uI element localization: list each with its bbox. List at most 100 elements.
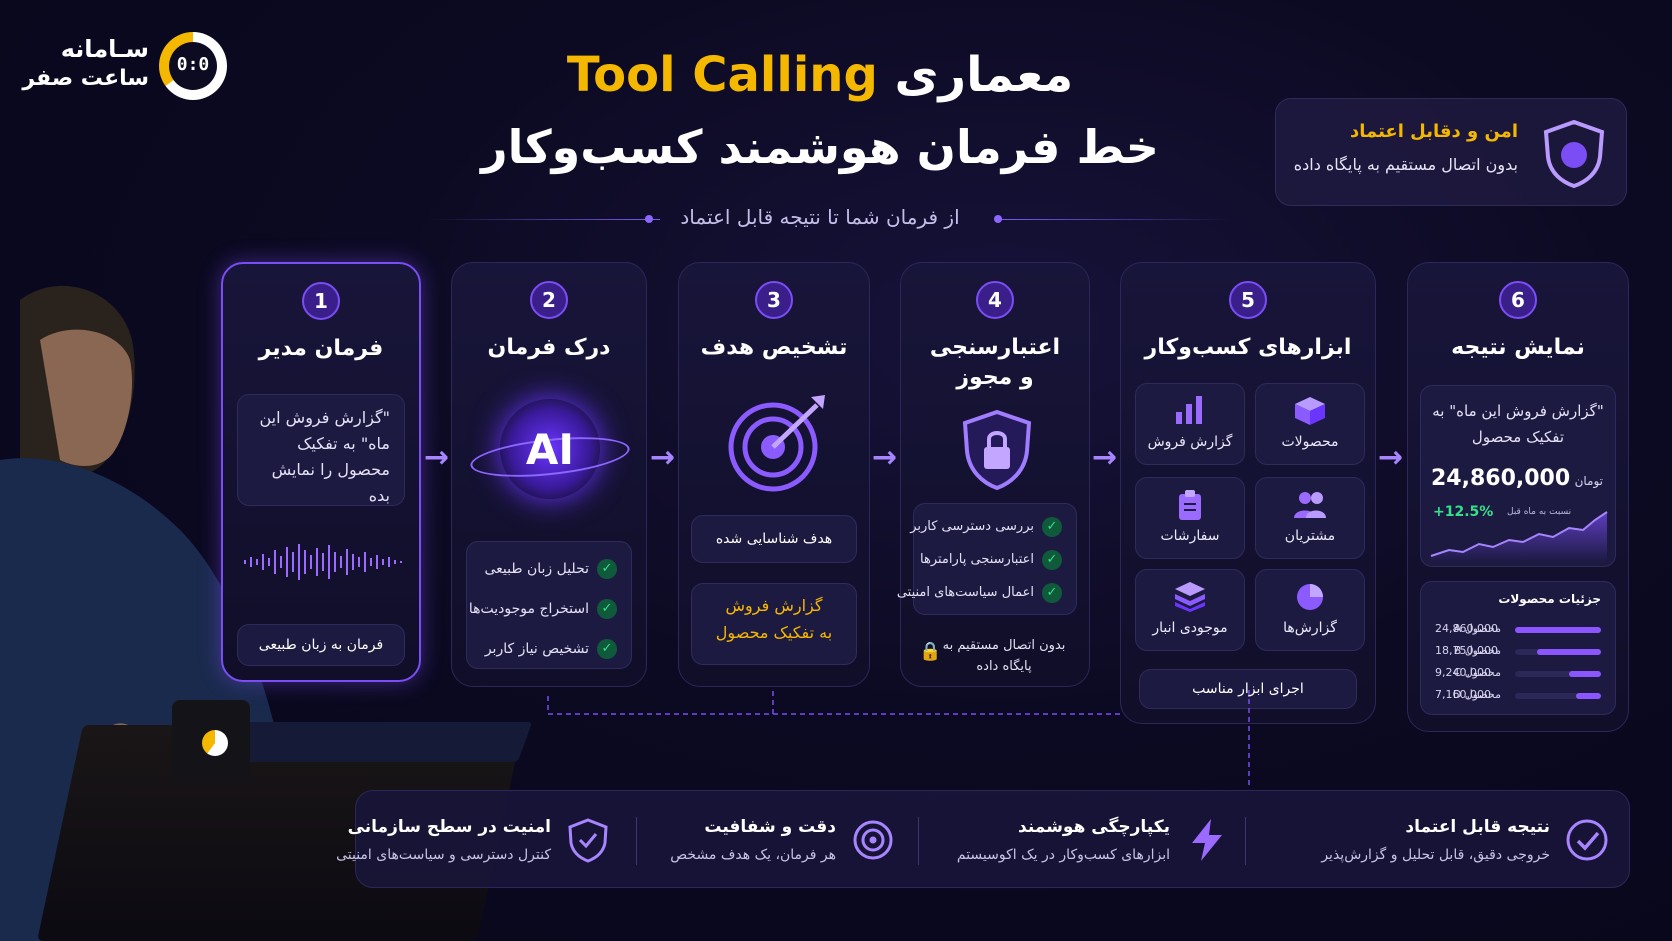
security-badge: امن و دقابل اعتماد بدون اتصال مستقیم به … (1275, 98, 1627, 206)
tool-inventory[interactable]: موجودی انبار (1135, 569, 1245, 651)
check-item: ✓تشخیص نیاز کاربر (485, 638, 617, 660)
arrow-icon: → (1092, 440, 1118, 475)
step-number: 2 (530, 281, 568, 319)
goal-result-line-2: به تفکیک محصول (715, 623, 833, 642)
shield-check-icon (568, 818, 608, 863)
logo-line-2: ساعت صفر (22, 66, 149, 91)
check-icon: ✓ (597, 559, 617, 579)
bar-chart-icon (1136, 396, 1244, 428)
step-card-6: 6 نمایش نتیجه "گزارش فروش این ماه" به تف… (1407, 262, 1629, 732)
goal-label: هدف شناسایی شده (691, 515, 857, 563)
tool-execute-button[interactable]: اجرای ابزار مناسب (1139, 669, 1357, 709)
step-title: تشخیص هدف (700, 335, 848, 360)
shield-icon (1543, 119, 1605, 189)
check-icon: ✓ (1042, 549, 1062, 570)
divider (636, 817, 637, 865)
step-title: نمایش نتیجه (1451, 335, 1585, 360)
step-title: ابزارهای کسب‌وکار (1144, 335, 1352, 360)
stack-icon (1136, 582, 1244, 616)
step-title: درک فرمان (487, 335, 611, 360)
subtitle: از فرمان شما تا نتیجه قابل اعتماد (680, 205, 960, 229)
target-icon (853, 820, 893, 860)
feature-item: نتیجه قابل اعتماد خروجی دقیق، قابل تحلیل… (1280, 791, 1620, 889)
subtitle-dot (994, 215, 1002, 223)
check-icon: ✓ (597, 639, 617, 659)
check-icon: ✓ (597, 599, 617, 619)
feature-item: دقت و شفافیت هر فرمان، یک هدف مشخص (636, 791, 906, 889)
lock-shield-icon (962, 409, 1032, 491)
step-title: اعتبارسنجی و مجوز (929, 335, 1061, 390)
box-icon (1256, 396, 1364, 430)
result-currency: تومان (1574, 474, 1603, 488)
step-card-3: 3 تشخیص هدف هدف شناسایی شده گزارش فروش ب… (678, 262, 870, 687)
pie-chart-icon (1256, 582, 1364, 616)
details-title: جزئیات محصولات (1498, 592, 1601, 606)
product-bar (1536, 649, 1601, 655)
clock-logo-icon: 0:0 (159, 32, 227, 100)
tool-orders[interactable]: سفارشات (1135, 477, 1245, 559)
command-bubble: "گزارش فروش این ماه" به تفکیک محصول را ن… (237, 394, 405, 506)
product-bar (1569, 671, 1601, 677)
checklist: ✓بررسی دسترسی کاربر ✓اعتبارسنجی پارامتره… (897, 503, 1077, 615)
ai-label: AI (525, 425, 575, 474)
waveform-icon (244, 544, 402, 580)
check-item: ✓تحلیل زبان طبیعی (484, 558, 617, 580)
step-card-2: 2 درک فرمان AI ✓تحلیل زبان طبیعی ✓استخرا… (451, 262, 647, 687)
tool-sales-report[interactable]: گزارش فروش (1135, 383, 1245, 465)
arrow-icon: → (650, 440, 676, 475)
tool-reports[interactable]: گزارش‌ها (1255, 569, 1365, 651)
title-prefix: معماری (894, 47, 1074, 103)
step-number: 1 (302, 282, 340, 320)
tool-products[interactable]: محصولات (1255, 383, 1365, 465)
goal-result: گزارش فروش به تفکیک محصول (691, 583, 857, 665)
logo: 0:0 سـامانه ساعت صفر (22, 32, 227, 102)
mug-logo-icon (202, 730, 228, 756)
check-item: ✓اعمال سیاست‌های امنیتی (897, 582, 1062, 604)
divider (1245, 817, 1246, 865)
step-card-1: 1 فرمان مدیر "گزارش فروش این ماه" به تفک… (221, 262, 421, 682)
divider (918, 817, 919, 865)
product-bar (1515, 627, 1601, 633)
badge-title: امن و دقابل اعتماد (1350, 121, 1518, 142)
result-panel: "گزارش فروش این ماه" به تفکیک محصول 24,8… (1420, 385, 1616, 567)
step-title: فرمان مدیر (258, 336, 384, 361)
result-quote: "گزارش فروش این ماه" به تفکیک محصول (1432, 402, 1604, 446)
check-item: ✓اعتبارسنجی پارامترها (920, 549, 1062, 571)
check-circle-icon (1566, 819, 1608, 861)
subtitle-dot (645, 215, 653, 223)
tool-customers[interactable]: مشتریان (1255, 477, 1365, 559)
step-number: 4 (976, 281, 1014, 319)
check-icon: ✓ (1042, 516, 1062, 537)
step-number: 6 (1499, 281, 1537, 319)
ai-sphere-icon: AI (468, 391, 632, 521)
product-bar (1576, 693, 1601, 699)
security-note: بدون اتصال مستقیم به پایگاه داده (942, 638, 1066, 674)
checklist: ✓تحلیل زبان طبیعی ✓استخراج موجودیت‌ها ✓ت… (466, 541, 632, 669)
lightning-icon (1192, 819, 1222, 861)
arrow-icon: → (424, 440, 450, 475)
title-highlight: Tool Calling (566, 47, 878, 103)
subtitle-divider-left (430, 219, 660, 220)
result-amount: 24,860,000 (1431, 466, 1571, 491)
step-card-4: 4 اعتبارسنجی و مجوز ✓بررسی دسترسی کاربر … (897, 262, 1090, 687)
trend-chart (1430, 511, 1608, 562)
goal-result-line-1: گزارش فروش (725, 596, 823, 615)
padlock-icon: 🔒 (919, 641, 942, 662)
target-icon (728, 395, 825, 492)
step-footer: فرمان به زبان طبیعی (237, 624, 405, 666)
growth-value: +12.5% (1433, 504, 1494, 520)
step-number: 3 (755, 281, 793, 319)
feature-item: امنیت در سطح سازمانی کنترل دسترسی و سیاس… (336, 791, 621, 889)
features-bar: نتیجه قابل اعتماد خروجی دقیق، قابل تحلیل… (336, 790, 1630, 889)
arrow-icon: → (872, 440, 898, 475)
mug (172, 700, 250, 780)
growth-note: نسبت به ماه قبل (1507, 507, 1572, 517)
arrow-icon: → (1378, 440, 1404, 475)
clipboard-icon (1136, 490, 1244, 524)
check-item: ✓بررسی دسترسی کاربر (910, 516, 1062, 538)
logo-line-1: سـامانه (60, 35, 149, 63)
